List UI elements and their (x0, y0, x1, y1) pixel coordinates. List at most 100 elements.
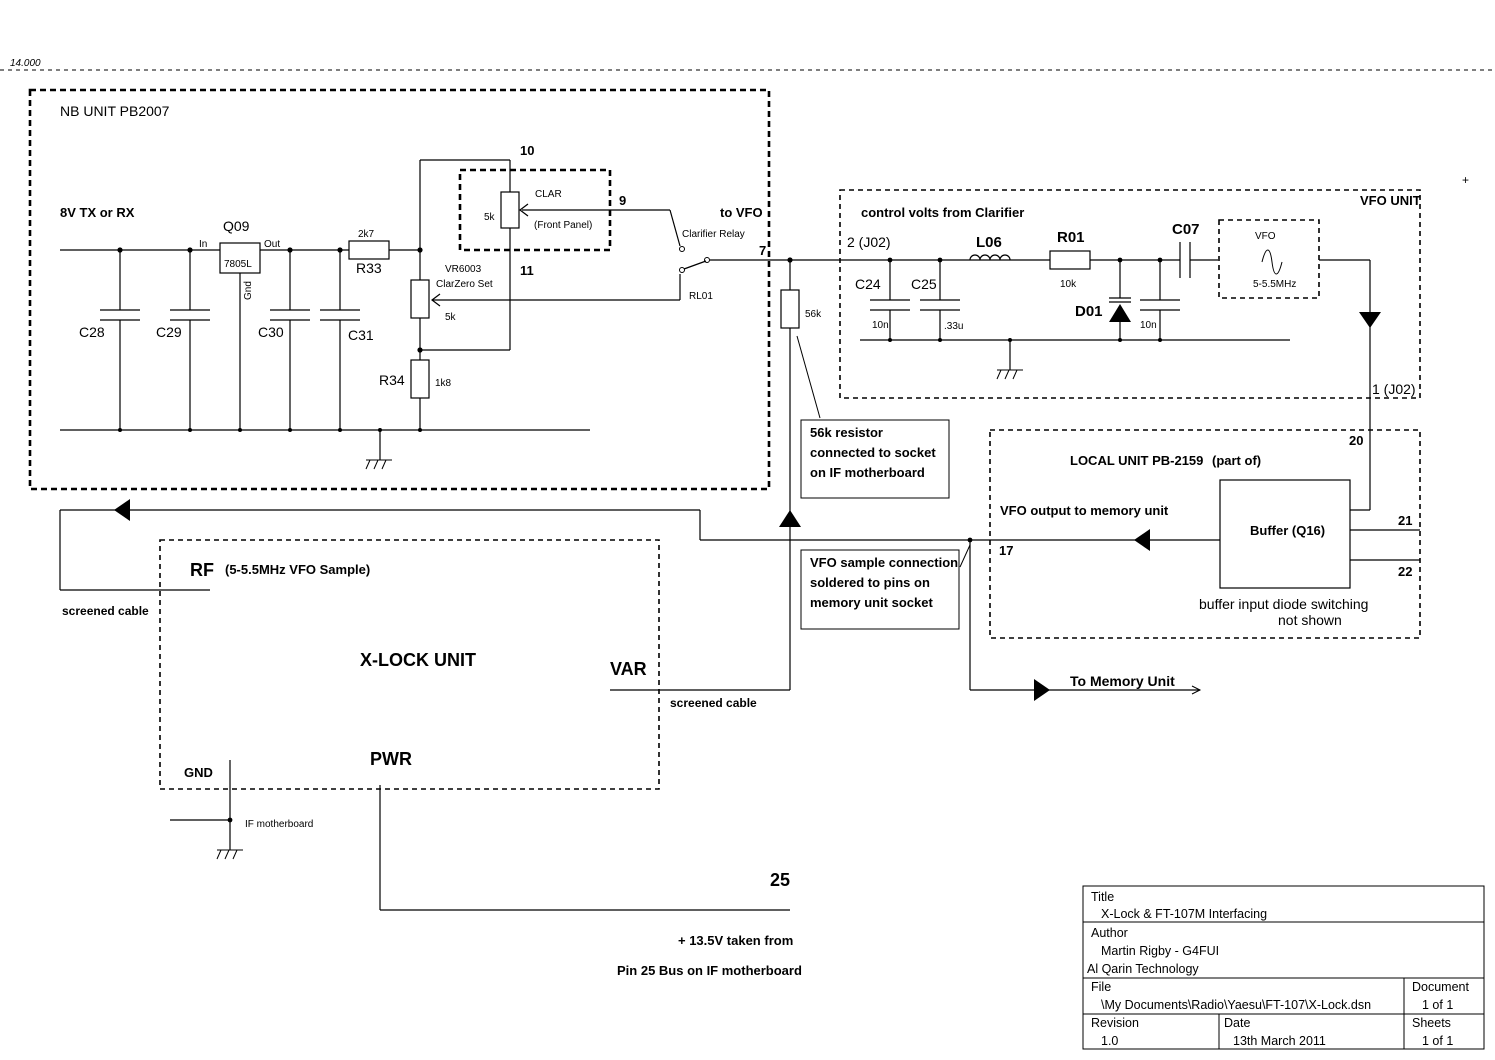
vfo-box-label: VFO (1255, 231, 1276, 242)
r33-label: R33 (356, 260, 382, 276)
xlock-rf-desc: (5-5.5MHz VFO Sample) (225, 562, 370, 577)
j02-in: 2 (J02) (847, 234, 891, 250)
c25-value: .33u (944, 321, 963, 332)
relay-ref: RL01 (689, 291, 713, 302)
pin-7: 7 (759, 243, 766, 258)
clar-label: CLAR (535, 189, 562, 200)
r01-value: 10k (1060, 279, 1077, 290)
xlock-unit-box (159, 539, 660, 790)
j02-out: 1 (J02) (1372, 381, 1416, 397)
q09-part: 7805L (224, 259, 252, 270)
supply-note-1: + 13.5V taken from (678, 933, 793, 948)
vr6003-value: 5k (445, 312, 457, 323)
note-56k-line1: 56k resistor (810, 425, 883, 440)
local-unit-title: LOCAL UNIT PB-2159 (1070, 453, 1203, 468)
ground-icon (365, 459, 392, 470)
c29-label: C29 (156, 324, 182, 340)
pin-10: 10 (520, 143, 534, 158)
sine-wave-icon (1261, 249, 1283, 275)
pin-20: 20 (1349, 433, 1363, 448)
tb-author-line2: Al Qarin Technology (1087, 962, 1199, 976)
tb-date-label: Date (1224, 1016, 1250, 1030)
if-motherboard-label: IF motherboard (245, 819, 313, 830)
note-vfo-sample-line1: VFO sample connection (810, 555, 958, 570)
local-unit-part: (part of) (1212, 453, 1261, 468)
tb-file-value: \My Documents\Radio\Yaesu\FT-107\X-Lock.… (1101, 998, 1371, 1012)
capacitor-c28 (100, 250, 140, 430)
capacitor-10n (1140, 260, 1180, 340)
diode-d01 (1109, 304, 1131, 322)
vr6003-label: VR6003 (445, 264, 482, 275)
c24-value: 10n (872, 320, 889, 331)
clar-pot (500, 191, 520, 229)
tb-author-line1: Martin Rigby - G4FUI (1101, 944, 1219, 958)
corner-mark: + (1462, 173, 1469, 187)
q09-label: Q09 (223, 218, 250, 234)
pin-11: 11 (520, 263, 534, 278)
resistor-r33 (348, 240, 390, 260)
resistor-56k (780, 289, 800, 329)
relay-contact-bottom (679, 267, 685, 273)
title-block (1082, 885, 1485, 1050)
buffer-note-2: not shown (1278, 612, 1342, 628)
tb-file-label: File (1091, 980, 1111, 994)
vfo-unit-title: VFO UNIT (1360, 193, 1421, 208)
vfo-oscillator-box (1218, 219, 1320, 299)
buffer-note-1: buffer input diode switching (1199, 596, 1368, 612)
relay-common (704, 257, 710, 263)
note-vfo-sample-line2: soldered to pins on (810, 575, 930, 590)
capacitor-c31 (320, 250, 360, 430)
c-10n-value: 10n (1140, 320, 1157, 331)
q09-in: In (199, 239, 207, 250)
buffer-label: Buffer (Q16) (1250, 523, 1325, 538)
inductor-l06 (969, 254, 1011, 261)
tb-document-label: Document (1412, 980, 1469, 994)
relay-label: Clarifier Relay (682, 229, 745, 240)
top-marker: 14.000 (10, 58, 41, 69)
tb-date-value: 13th March 2011 (1233, 1034, 1326, 1048)
to-memory-unit-label: To Memory Unit (1070, 673, 1175, 689)
buffer-q16-box (1219, 479, 1351, 589)
pin-21: 21 (1398, 513, 1412, 528)
tb-document-value: 1 of 1 (1422, 998, 1453, 1012)
control-volts-label: control volts from Clarifier (861, 205, 1024, 220)
q09-out: Out (264, 239, 280, 250)
vfo-box-freq: 5-5.5MHz (1253, 279, 1296, 290)
pin-22: 22 (1398, 564, 1412, 579)
pin-17: 17 (999, 543, 1013, 558)
r34-value: 1k8 (435, 378, 452, 389)
resistor-r34 (410, 359, 430, 399)
note-56k-line2: connected to socket (810, 445, 936, 460)
to-vfo-label: to VFO (720, 205, 763, 220)
capacitor-c24 (870, 260, 910, 340)
q09-gnd: Gnd (243, 281, 254, 300)
local-unit-box (989, 429, 1421, 639)
xlock-pwr: PWR (370, 749, 412, 769)
r33-value: 2k7 (358, 229, 375, 240)
arrow-left-icon (1134, 529, 1150, 551)
tb-sheets-label: Sheets (1412, 1016, 1451, 1030)
clar-panel: (Front Panel) (534, 220, 592, 231)
capacitor-c30 (270, 250, 310, 430)
r34-label: R34 (379, 372, 405, 388)
supply-note-2: Pin 25 Bus on IF motherboard (617, 963, 802, 978)
arrow-left-icon (114, 499, 130, 521)
xlock-var: VAR (610, 659, 647, 679)
supply-label: 8V TX or RX (60, 205, 135, 220)
ground-icon (996, 369, 1023, 380)
arrow-right-icon (1034, 679, 1050, 701)
screened-cable-rf: screened cable (62, 604, 149, 618)
tb-sheets-value: 1 of 1 (1422, 1034, 1453, 1048)
c07-label: C07 (1172, 221, 1200, 238)
arrow-up-icon (779, 510, 801, 527)
c30-label: C30 (258, 324, 284, 340)
r01-label: R01 (1057, 229, 1085, 246)
resistor-r01 (1049, 250, 1091, 270)
r56k-value: 56k (805, 309, 822, 320)
note-56k-box (800, 419, 950, 499)
vr6003-name: ClarZero Set (436, 279, 493, 290)
vfo-output-label: VFO output to memory unit (1000, 503, 1169, 518)
tb-title-label: Title (1091, 890, 1114, 904)
ground-icon (216, 849, 243, 860)
